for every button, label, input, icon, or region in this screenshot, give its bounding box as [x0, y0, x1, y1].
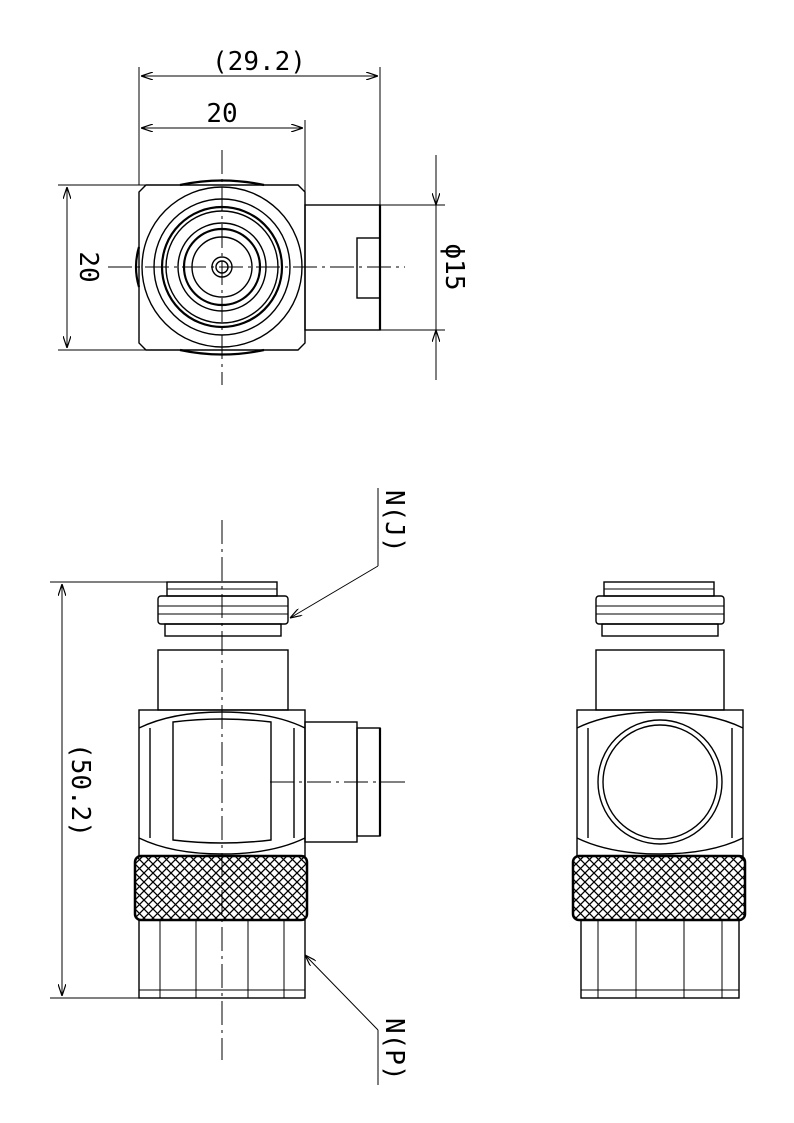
- side-knurled-nut: [571, 854, 747, 922]
- side-view: [571, 581, 747, 999]
- dim-body-height: 20: [58, 184, 146, 351]
- leader-upper-connector: N(J): [290, 488, 409, 618]
- top-view: (29.2) 20 20 ϕ15: [58, 47, 469, 385]
- dim-overall-height: (50.2): [50, 581, 167, 999]
- dim-body-height-label: 20: [73, 251, 103, 282]
- dim-overall-height-label: (50.2): [65, 743, 95, 837]
- side-port-circle: [597, 719, 723, 845]
- dim-overall-width-label: (29.2): [212, 47, 306, 77]
- top-side-port-nut: [356, 237, 381, 299]
- top-body-outline: [138, 184, 306, 351]
- dim-body-width-label: 20: [206, 99, 237, 129]
- front-knurled-nut: [133, 854, 309, 922]
- dim-port-diameter-label: ϕ15: [439, 244, 469, 291]
- dim-overall-width: (29.2): [138, 47, 381, 205]
- dim-body-width: 20: [141, 99, 306, 192]
- dim-port-diameter: ϕ15: [380, 155, 469, 380]
- leader-lower-connector: N(P): [305, 955, 409, 1085]
- upper-connector-label: N(J): [379, 490, 409, 553]
- lower-connector-label: N(P): [379, 1018, 409, 1081]
- front-view: (50.2) N(J) N(P): [50, 488, 409, 1085]
